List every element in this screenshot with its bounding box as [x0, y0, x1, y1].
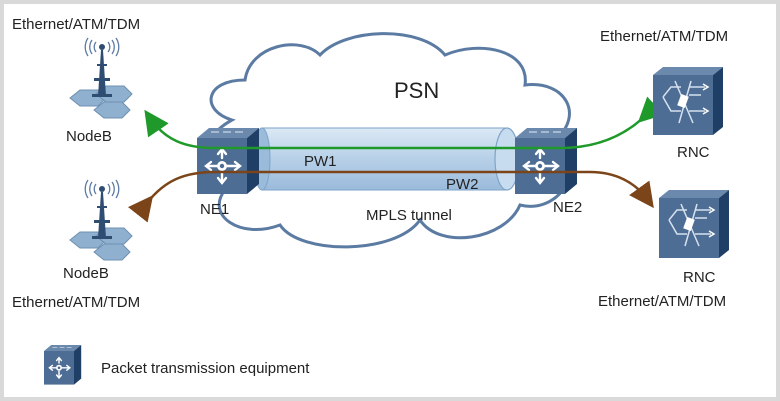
legend-label: Packet transmission equipment	[101, 360, 310, 377]
pw1-label: PW1	[304, 153, 337, 170]
nodeb-top-label: NodeB	[66, 128, 112, 145]
mpls-tunnel	[253, 127, 520, 191]
ne1-device-icon[interactable]	[195, 126, 261, 196]
nodeb-top-icon[interactable]	[69, 37, 133, 119]
rnc-bottom-icon[interactable]	[658, 189, 730, 259]
rnc-top-label: RNC	[677, 144, 710, 161]
rnc-bottom-interface-label: Ethernet/ATM/TDM	[598, 293, 727, 310]
rnc-top-icon[interactable]	[652, 66, 724, 136]
nodeb-top-interface-label: Ethernet/ATM/TDM	[12, 16, 141, 33]
ne2-label: NE2	[553, 199, 583, 216]
legend-pte-icon	[43, 344, 82, 386]
pw2-line	[127, 170, 654, 223]
ne1-label: NE1	[200, 201, 230, 218]
psn-label: PSN	[394, 78, 440, 103]
nodeb-bottom-label: NodeB	[63, 265, 109, 282]
nodeb-bottom-icon[interactable]	[69, 179, 133, 261]
pw2-label: PW2	[446, 176, 479, 193]
mpls-tunnel-label: MPLS tunnel	[366, 207, 452, 224]
pw1-line	[144, 96, 665, 150]
rnc-top-interface-label: Ethernet/ATM/TDM	[600, 28, 729, 45]
nodeb-bottom-interface-label: Ethernet/ATM/TDM	[12, 294, 141, 311]
ne2-device-icon[interactable]	[513, 126, 579, 196]
rnc-bottom-label: RNC	[683, 269, 716, 286]
